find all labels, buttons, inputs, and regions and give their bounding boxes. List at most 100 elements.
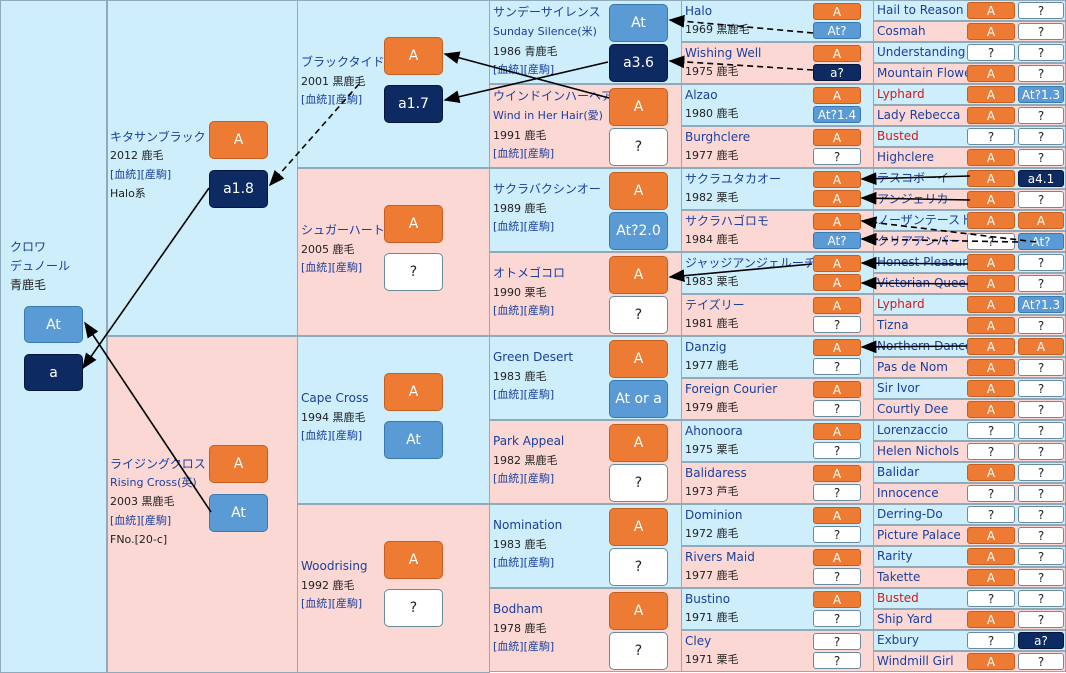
horse-name[interactable]: Courtly Dee xyxy=(877,402,949,416)
horse-name[interactable]: Balidar xyxy=(877,465,920,479)
pedigree-links[interactable]: [血統][産駒] xyxy=(493,640,555,653)
horse-name[interactable]: Green Desert xyxy=(493,350,574,364)
horse-name[interactable]: クリアアンバー xyxy=(877,234,961,248)
horse-name[interactable]: Nomination xyxy=(493,518,563,532)
horse-name[interactable]: Lyphard xyxy=(877,297,925,311)
horse-name[interactable]: Understanding xyxy=(877,45,966,59)
horse-name[interactable]: Honest Pleasure xyxy=(877,255,975,269)
horse-name[interactable]: シュガーハート xyxy=(301,223,385,237)
horse-name[interactable]: サクラバクシンオー xyxy=(493,182,601,196)
horse-name[interactable]: Busted xyxy=(877,591,919,605)
pedigree-links[interactable]: [血統][産駒] xyxy=(493,304,555,317)
genotype-box: A xyxy=(813,87,861,104)
horse-name[interactable]: Lorenzaccio xyxy=(877,423,948,437)
horse-name[interactable]: Bustino xyxy=(685,592,731,606)
horse-name[interactable]: Park Appeal xyxy=(493,434,565,448)
horse-name[interactable]: Halo xyxy=(685,4,713,18)
horse-name[interactable]: Tizna xyxy=(877,318,909,332)
horse-name[interactable]: アンジェリカ xyxy=(877,192,949,206)
horse-name[interactable]: Cley xyxy=(685,634,712,648)
genotype-box: A xyxy=(813,423,861,440)
horse-name[interactable]: Burghclere xyxy=(685,130,751,144)
horse-name-en[interactable]: Rising Cross(英) xyxy=(110,476,197,489)
horse-name[interactable]: Exbury xyxy=(877,633,919,647)
genotype-box: ? xyxy=(967,632,1015,649)
genotype-box: ? xyxy=(967,422,1015,439)
horse-name[interactable]: Rivers Maid xyxy=(685,550,755,564)
horse-name[interactable]: Bodham xyxy=(493,602,543,616)
horse-name[interactable]: Cosmah xyxy=(877,24,926,38)
horse-name[interactable]: サクラユタカオー xyxy=(685,172,782,186)
horse-name[interactable]: ライジングクロス xyxy=(110,457,206,471)
horse-name-en[interactable]: Sunday Silence(米) xyxy=(493,25,597,38)
horse-name[interactable]: Takette xyxy=(877,570,921,584)
pedigree-links[interactable]: [血統][産駒] xyxy=(493,220,555,233)
horse-name[interactable]: Alzao xyxy=(685,88,718,102)
horse-name[interactable]: Victorian Queen xyxy=(877,276,974,290)
genotype-box: ? xyxy=(1018,275,1064,292)
horse-name[interactable]: Wishing Well xyxy=(685,46,762,60)
horse-name[interactable]: Derring-Do xyxy=(877,507,943,521)
genotype-box: A xyxy=(813,591,861,608)
horse-name[interactable]: サンデーサイレンス xyxy=(493,5,601,19)
horse-name[interactable]: Picture Palace xyxy=(877,528,961,542)
horse-name[interactable]: Helen Nichols xyxy=(877,444,959,458)
pedigree-links[interactable]: [血統][産駒] xyxy=(301,261,363,274)
horse-name[interactable]: Highclere xyxy=(877,150,934,164)
horse-name[interactable]: Sir Ivor xyxy=(877,381,920,395)
pedigree-links[interactable]: [血統][産駒] xyxy=(301,93,363,106)
horse-name[interactable]: Balidaress xyxy=(685,466,747,480)
horse-name[interactable]: Hail to Reason xyxy=(877,3,964,17)
genotype-box: A xyxy=(967,569,1015,586)
genotype-box: ? xyxy=(813,568,861,585)
horse-name[interactable]: ブラックタイド xyxy=(301,55,385,69)
genotype-box: A xyxy=(967,2,1015,19)
horse-name[interactable]: Ahonoora xyxy=(685,424,743,438)
horse-name[interactable]: キタサンブラック xyxy=(110,130,206,144)
horse-name[interactable]: Woodrising xyxy=(301,559,368,573)
horse-name[interactable]: Lyphard xyxy=(877,87,925,101)
horse-year-color: 1983 鹿毛 xyxy=(493,538,547,551)
pedigree-links[interactable]: [血統][産駒] xyxy=(301,597,363,610)
pedigree-links[interactable]: [血統][産駒] xyxy=(493,147,555,160)
horse-name[interactable]: テスコボーイ xyxy=(877,171,950,185)
horse-name[interactable]: Pas de Nom xyxy=(877,360,948,374)
genotype-box: ? xyxy=(813,442,861,459)
horse-name[interactable]: Ship Yard xyxy=(877,612,933,626)
horse-name[interactable]: Busted xyxy=(877,129,919,143)
horse-name[interactable]: Cape Cross xyxy=(301,391,369,405)
pedigree-links[interactable]: [血統][産駒] xyxy=(301,429,363,442)
horse-name[interactable]: Dominion xyxy=(685,508,743,522)
pedigree-links[interactable]: [血統][産駒] xyxy=(493,388,555,401)
horse-name[interactable]: Northern Dancer xyxy=(877,339,978,353)
horse-year-color: 1973 芦毛 xyxy=(685,485,739,498)
horse-name[interactable]: Mountain Flower xyxy=(877,66,977,80)
horse-name[interactable]: ノーザンテースト xyxy=(877,213,973,227)
horse-name[interactable]: Lady Rebecca xyxy=(877,108,961,122)
genotype-box: A xyxy=(609,256,668,294)
genotype-box: ? xyxy=(1018,317,1064,334)
pedigree-links[interactable]: [血統][産駒] xyxy=(110,168,172,181)
pedigree-links[interactable]: [血統][産駒] xyxy=(493,472,555,485)
horse-year-color: 1986 青鹿毛 xyxy=(493,45,558,58)
genotype-box: At xyxy=(609,4,668,42)
horse-name[interactable]: Rarity xyxy=(877,549,913,563)
pedigree-links[interactable]: [血統][産駒] xyxy=(493,556,555,569)
horse-name[interactable]: Foreign Courier xyxy=(685,382,778,396)
horse-name[interactable]: Danzig xyxy=(685,340,727,354)
horse-name[interactable]: Windmill Girl xyxy=(877,654,954,668)
genotype-box: A xyxy=(813,274,861,291)
horse-year-color: 1971 栗毛 xyxy=(685,653,739,666)
horse-name[interactable]: オトメゴコロ xyxy=(493,266,566,280)
horse-name[interactable]: サクラハゴロモ xyxy=(685,214,769,228)
genotype-box: A xyxy=(967,65,1015,82)
horse-name-en[interactable]: Wind in Her Hair(愛) xyxy=(493,109,603,122)
genotype-box: ? xyxy=(1018,443,1064,460)
pedigree-links[interactable]: [血統][産駒] xyxy=(493,63,555,76)
horse-name[interactable]: ジャッジアンジェルーチ xyxy=(685,256,816,270)
horse-name[interactable]: テイズリー xyxy=(685,298,745,312)
pedigree-links[interactable]: [血統][産駒] xyxy=(110,514,172,527)
horse-name[interactable]: Innocence xyxy=(877,486,939,500)
genotype-box: ? xyxy=(1018,107,1064,124)
horse-name[interactable]: ウインドインハーヘア xyxy=(493,89,614,103)
